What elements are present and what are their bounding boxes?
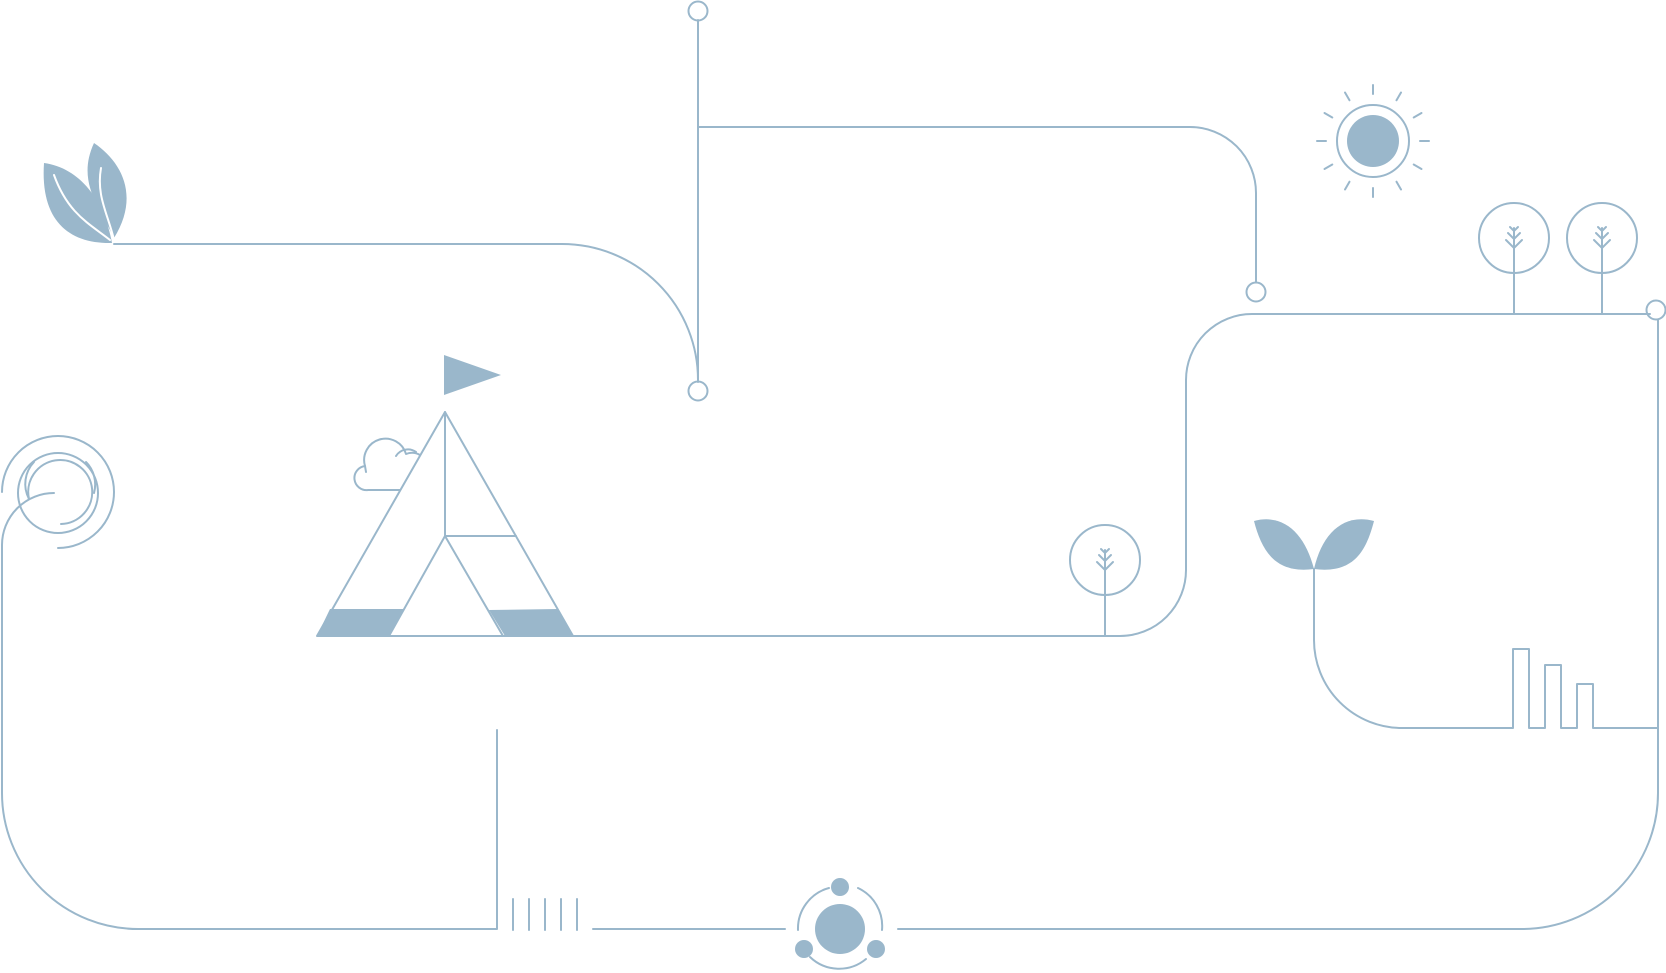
sun-ray bbox=[1395, 180, 1402, 191]
cloud-icon bbox=[353, 437, 421, 492]
path-outer-loop bbox=[1, 492, 498, 930]
sun-icon bbox=[1316, 84, 1430, 198]
path-node bbox=[1245, 281, 1267, 303]
sun-ray bbox=[1323, 163, 1334, 170]
path-tent-baseline bbox=[572, 313, 1651, 637]
path-node bbox=[687, 380, 709, 402]
spiral-icon bbox=[1, 435, 115, 549]
tree-icon bbox=[1478, 202, 1550, 315]
sun-ray bbox=[1395, 91, 1402, 102]
tick-marks-icon bbox=[512, 898, 578, 931]
tent-icon bbox=[316, 411, 574, 637]
path-lines bbox=[1, 19, 1659, 930]
path-node bbox=[687, 0, 709, 22]
tree-icon bbox=[1566, 202, 1638, 315]
sun-ray bbox=[1412, 112, 1423, 119]
sprout-icon bbox=[1254, 519, 1374, 570]
path-node bbox=[1645, 299, 1666, 321]
path-branch-right bbox=[697, 126, 1257, 283]
tree-icon bbox=[1069, 524, 1141, 637]
sun-ray bbox=[1323, 112, 1334, 119]
sun-ray bbox=[1344, 180, 1351, 191]
orbit-icon bbox=[795, 878, 885, 970]
sun-ray bbox=[1344, 91, 1351, 102]
path-sprout-to-steps bbox=[1313, 568, 1659, 729]
leaf-pair-icon bbox=[43, 143, 127, 244]
path-leaf-to-node bbox=[113, 243, 699, 383]
path-bottom-right bbox=[897, 319, 1659, 930]
sun-ray bbox=[1412, 163, 1423, 170]
flag-icon bbox=[444, 355, 501, 395]
path-nodes bbox=[687, 0, 1666, 402]
